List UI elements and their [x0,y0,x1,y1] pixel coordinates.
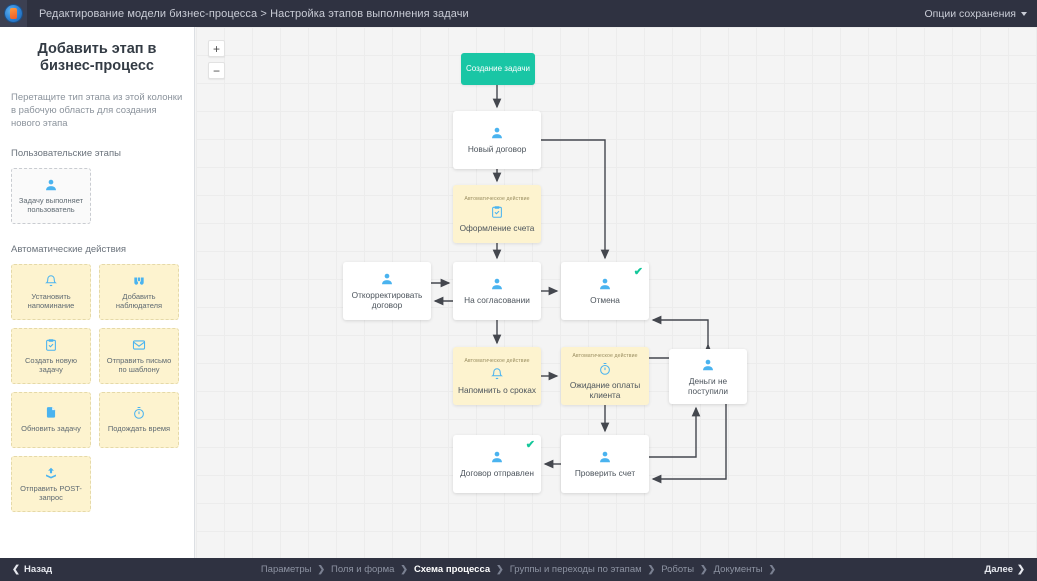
check-icon: ✔ [633,266,643,278]
clipboard-check-icon [490,205,504,219]
user-icon [490,126,504,140]
flow-node-label: Оформление счета [459,222,535,233]
user-stages-list: Задачу выполняет пользователь [11,168,183,224]
flow-node-start[interactable]: Создание задачи [461,53,535,85]
next-label: Далее [984,564,1014,575]
save-options-label: Опции сохранения [924,7,1016,20]
bottom-bar: ❮ Назад Параметры ❯ Поля и форма ❯ Схема про… [0,558,1037,581]
next-button[interactable]: Далее ❯ [985,564,1026,575]
breadcrumb-separator-icon: ❯ [317,564,326,574]
user-stages-section-label: Пользовательские этапы [11,148,121,159]
back-button[interactable]: ❮ Назад [12,564,52,575]
zoom-out-button[interactable]: − [208,62,225,79]
breadcrumb-separator-icon: ❯ [496,564,504,574]
stage-card-label: Подождать время [107,424,171,434]
auto-action-caption: Автоматическое действие [572,352,638,359]
flow-node-label: На согласовании [464,295,530,305]
auto-action-card[interactable]: Создать новую задачу [11,328,91,384]
sidebar-title: Добавить этап в бизнес-процесс [37,41,157,74]
breadcrumb-item[interactable]: Группы и переходы по этапам [509,564,642,575]
stage-card-label: Установить напоминание [27,291,75,311]
chevron-down-icon [1021,11,1027,16]
auto-actions-section-label: Автоматические действия [11,244,127,255]
stage-card-label: Создать новую задачу [24,355,78,375]
auto-actions-list: Установить напоминание Добавить наблюдате… [11,264,183,512]
stage-card-label: Добавить наблюдателя [115,291,163,311]
upload-icon [44,466,58,480]
user-icon [598,450,612,464]
flow-node-label: Отмена [590,295,620,305]
flow-node-new_deal[interactable]: Новый договор [453,111,541,169]
breadcrumb-item[interactable]: Документы [713,564,763,575]
auto-action-card[interactable]: Установить напоминание [11,264,91,320]
stage-card-label: Обновить задачу [21,424,81,434]
bell-icon [490,367,504,381]
breadcrumb-item[interactable]: Роботы [661,564,695,575]
flow-node-no_money[interactable]: Деньги не поступили [669,349,747,404]
flow-node-label: Откорректировать договор [351,290,423,310]
binoculars-icon [132,274,146,288]
breadcrumb-separator-icon: ❯ [647,564,656,574]
chevron-right-icon: ❯ [1017,564,1025,575]
top-bar: Редактирование модели бизнес-процесса > … [0,0,1037,27]
auto-action-card[interactable]: Добавить наблюдателя [99,264,179,320]
user-stage-card[interactable]: Задачу выполняет пользователь [11,168,91,224]
process-diagram-canvas[interactable]: + − [196,27,1037,558]
clipboard-check-icon [44,338,58,352]
user-icon [44,178,58,192]
flow-node-cancel[interactable]: Отмена ✔ [561,262,649,320]
flow-node-label: Договор отправлен [460,468,534,478]
stopwatch-icon [132,406,146,420]
zoom-in-button[interactable]: + [208,40,225,57]
flow-node-check_inv[interactable]: Проверить счет [561,435,649,493]
breadcrumb-separator-icon: ❯ [768,564,777,574]
zoom-controls: + − [208,40,225,79]
bitrix-logo-icon [5,5,22,22]
flow-node-approval[interactable]: На согласовании [453,262,541,320]
flow-node-correct[interactable]: Откорректировать договор [343,262,431,320]
breadcrumb-separator-icon: ❯ [700,564,708,574]
sidebar-panel: Добавить этап в бизнес-процесс Перетащит… [0,27,195,558]
flow-node-label: Деньги не поступили [688,375,728,396]
flow-node-label: Ожидание оплаты клиента [569,379,641,400]
stage-card-label: Отправить POST-запрос [20,483,82,503]
breadcrumb-item[interactable]: Параметры [260,564,312,575]
user-icon [598,277,612,291]
auto-action-card[interactable]: Отправить письмо по шаблону [99,328,179,384]
check-icon: ✔ [525,439,535,451]
flow-node-deal_sent[interactable]: Договор отправлен ✔ [453,435,541,493]
save-options-menu[interactable]: Опции сохранения [924,8,1027,20]
envelope-icon [132,338,146,352]
breadcrumb-nav: Параметры ❯ Поля и форма ❯ Схема процесса ❯ Гр… [261,564,776,575]
auto-action-card[interactable]: Обновить задачу [11,392,91,448]
breadcrumb-item[interactable]: Схема процесса [413,564,491,575]
user-icon [490,277,504,291]
flow-node-label: Проверить счет [574,468,636,478]
auto-action-caption: Автоматическое действие [464,357,530,364]
breadcrumb-title: Редактирование модели бизнес-процесса > … [39,7,469,20]
flow-node-label: Напомнить о сроках [458,384,536,395]
stage-card-label: Отправить письмо по шаблону [106,355,172,375]
auto-action-caption: Автоматическое действие [464,195,530,202]
document-copy-icon [44,406,58,420]
flow-node-label: Новый договор [467,144,527,154]
flow-node-label: Создание задачи [466,64,530,73]
sidebar-description: Перетащите тип этапа из этой колонки в р… [11,92,183,129]
stopwatch-icon [598,362,612,376]
user-icon [701,358,715,372]
breadcrumb-item[interactable]: Поля и форма [331,564,395,575]
app-logo-button[interactable] [0,0,27,27]
auto-action-card[interactable]: Подождать время [99,392,179,448]
back-label: Назад [23,564,53,575]
breadcrumb-separator-icon: ❯ [400,564,408,574]
bell-icon [44,274,58,288]
user-icon [380,272,394,286]
user-icon [490,450,504,464]
chevron-left-icon: ❮ [12,564,20,575]
stage-card-label: Задачу выполняет пользователь [18,195,84,215]
auto-action-card[interactable]: Отправить POST-запрос [11,456,91,512]
